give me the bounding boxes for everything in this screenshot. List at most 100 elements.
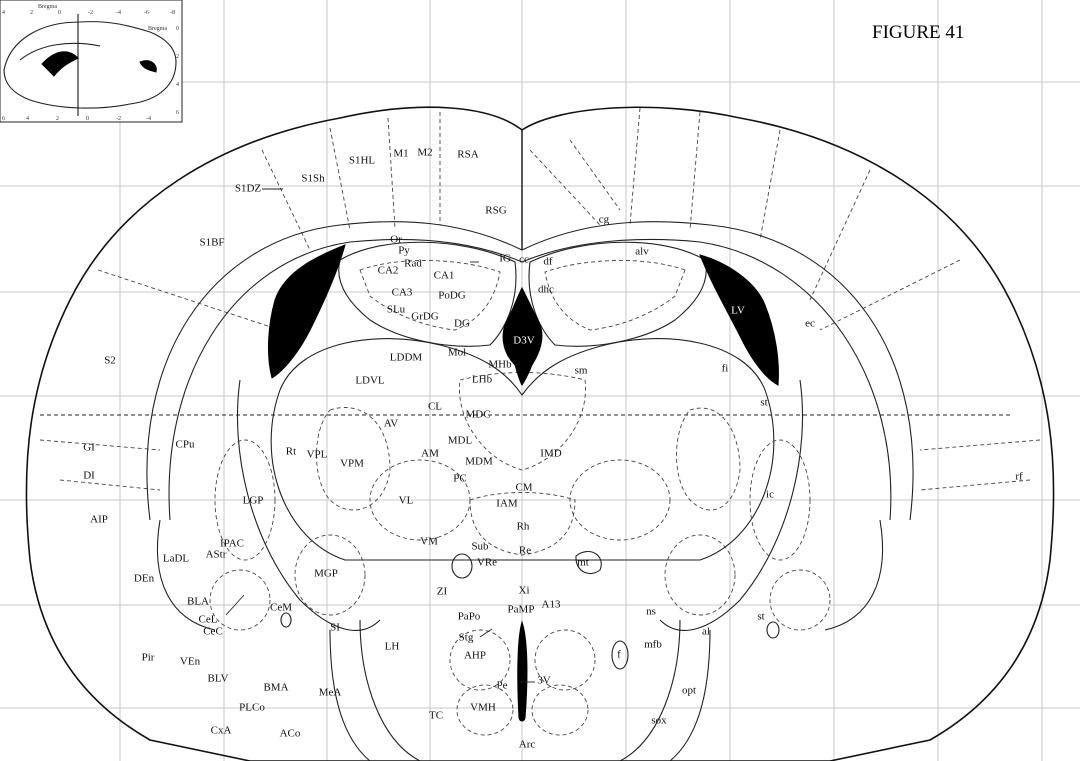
label-MDC: MDC bbox=[465, 409, 490, 421]
label-DG: DG bbox=[454, 318, 470, 330]
third-ventricle bbox=[517, 620, 528, 722]
label-CA2: CA2 bbox=[378, 265, 399, 277]
white-matter bbox=[146, 221, 914, 521]
figure-title: FIGURE 41 bbox=[872, 22, 964, 43]
label-TC: TC bbox=[429, 710, 443, 722]
label-sm: sm bbox=[575, 365, 588, 377]
label-LH: LH bbox=[385, 641, 400, 653]
region-labels: S1HL M1 M2 RSA S1Sh S1DZ RSG cg S1BF Or … bbox=[83, 147, 1023, 751]
label-DI: DI bbox=[83, 470, 95, 482]
label-LHb: LHb bbox=[472, 374, 493, 386]
label-PC: PC bbox=[453, 473, 466, 485]
label-DEn: DEn bbox=[134, 573, 155, 585]
label-LV: LV bbox=[731, 305, 745, 317]
label-SI: SI bbox=[330, 622, 340, 634]
inset-label-top: Bregma bbox=[38, 4, 57, 10]
label-VPM: VPM bbox=[340, 458, 364, 470]
label-Stg: Stg bbox=[459, 632, 474, 644]
label-MHb: MHb bbox=[488, 359, 512, 371]
label-AIP: AIP bbox=[90, 514, 108, 526]
label-CeL: CeL bbox=[199, 614, 218, 626]
label-mfb: mfb bbox=[644, 639, 662, 651]
label-ic: ic bbox=[766, 489, 774, 501]
label-mt: mt bbox=[577, 557, 589, 569]
inset-right-ticks: 0 2 4 6 bbox=[176, 26, 179, 116]
label-dhc: dhc bbox=[538, 284, 554, 296]
label-IPAC: IPAC bbox=[220, 538, 244, 550]
label-VM: VM bbox=[420, 536, 438, 548]
label-VEn: VEn bbox=[180, 656, 201, 668]
label-S1HL: S1HL bbox=[349, 155, 376, 167]
label-CA1: CA1 bbox=[434, 270, 455, 282]
svg-text:-8: -8 bbox=[170, 10, 175, 16]
label-sox: sox bbox=[651, 715, 667, 727]
label-ns: ns bbox=[646, 606, 656, 618]
label-CA3: CA3 bbox=[392, 287, 413, 299]
label-Pe: Pe bbox=[497, 680, 508, 692]
svg-text:-2: -2 bbox=[116, 116, 121, 122]
label-VL: VL bbox=[399, 495, 414, 507]
label-Re: Re bbox=[519, 545, 531, 557]
svg-text:4: 4 bbox=[176, 82, 179, 88]
sagittal-inset: Bregma Bregma 4 2 0 -2 -4 -6 -8 6 4 2 0 … bbox=[0, 0, 183, 123]
label-AM: AM bbox=[421, 448, 439, 460]
label-fi: fi bbox=[722, 363, 729, 375]
label-GrDG: GrDG bbox=[411, 311, 439, 323]
label-Xi: Xi bbox=[519, 585, 530, 597]
label-S1DZ: S1DZ bbox=[235, 183, 262, 195]
label-AHP: AHP bbox=[464, 650, 486, 662]
label-Rh: Rh bbox=[517, 521, 530, 533]
label-CxA: CxA bbox=[211, 725, 232, 737]
label-PoDG: PoDG bbox=[438, 290, 466, 302]
label-f: f bbox=[617, 649, 621, 661]
label-M2: M2 bbox=[417, 147, 432, 159]
label-LDVL: LDVL bbox=[355, 375, 385, 387]
label-alv: alv bbox=[635, 246, 649, 258]
label-LGP: LGP bbox=[243, 495, 264, 507]
basal-ganglia bbox=[156, 379, 884, 631]
brain-outline bbox=[25, 106, 1055, 761]
label-S2: S2 bbox=[104, 355, 116, 367]
label-st-right: st bbox=[760, 397, 767, 409]
label-rf: rf bbox=[1015, 471, 1023, 483]
label-VMH: VMH bbox=[470, 702, 496, 714]
label-IAM: IAM bbox=[496, 498, 518, 510]
label-MDM: MDM bbox=[465, 456, 493, 468]
label-Mol: Mol bbox=[448, 347, 466, 359]
label-VPL: VPL bbox=[307, 449, 328, 461]
lateral-ventricle-right bbox=[699, 254, 779, 386]
label-ACo: ACo bbox=[280, 728, 301, 740]
svg-text:-4: -4 bbox=[116, 10, 121, 16]
label-MDL: MDL bbox=[448, 435, 473, 447]
label-SLu: SLu bbox=[387, 304, 406, 316]
label-BMA: BMA bbox=[263, 682, 288, 694]
inset-bottom-ticks: 6 4 2 0 -2 -4 bbox=[2, 116, 151, 122]
cortex-borders bbox=[39, 107, 1041, 491]
svg-text:-4: -4 bbox=[146, 116, 151, 122]
label-df: df bbox=[543, 256, 553, 268]
leader-lines bbox=[225, 188, 535, 683]
label-Rt: Rt bbox=[286, 446, 296, 458]
label-AV: AV bbox=[384, 418, 399, 430]
svg-text:-6: -6 bbox=[144, 10, 149, 16]
label-CeC: CeC bbox=[203, 626, 223, 638]
svg-text:6: 6 bbox=[2, 116, 5, 122]
label-PaPo: PaPo bbox=[458, 611, 481, 623]
label-Arc: Arc bbox=[519, 739, 536, 751]
label-M1: M1 bbox=[393, 148, 408, 160]
label-A13: A13 bbox=[542, 599, 561, 611]
label-IMD: IMD bbox=[540, 448, 561, 460]
label-Or: Or bbox=[390, 234, 402, 246]
label-VRe: VRe bbox=[477, 557, 497, 569]
label-D3V: D3V bbox=[513, 335, 534, 347]
label-CeM: CeM bbox=[270, 602, 292, 614]
label-Rad: Rad bbox=[404, 258, 422, 270]
label-CM: CM bbox=[515, 482, 532, 494]
label-S1BF: S1BF bbox=[199, 237, 224, 249]
svg-text:-2: -2 bbox=[88, 10, 93, 16]
svg-text:4: 4 bbox=[26, 116, 29, 122]
ventricles bbox=[267, 244, 779, 722]
label-Pir: Pir bbox=[142, 652, 155, 664]
